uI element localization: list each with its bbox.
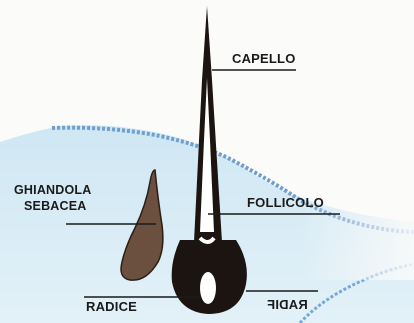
- label-ghiandola-line2: SEBACEA: [14, 198, 92, 214]
- label-ghiandola-line1: GHIANDOLA: [14, 182, 92, 198]
- label-follicolo: FOLLICOLO: [247, 195, 324, 210]
- dermal-papilla: [200, 272, 216, 304]
- skin-fade: [300, 160, 414, 280]
- label-radif-mirrored: RADIF: [267, 297, 308, 312]
- label-radice: RADICE: [86, 299, 137, 314]
- label-capello: CAPELLO: [232, 51, 296, 66]
- label-ghiandola-sebacea: GHIANDOLA SEBACEA: [14, 182, 92, 214]
